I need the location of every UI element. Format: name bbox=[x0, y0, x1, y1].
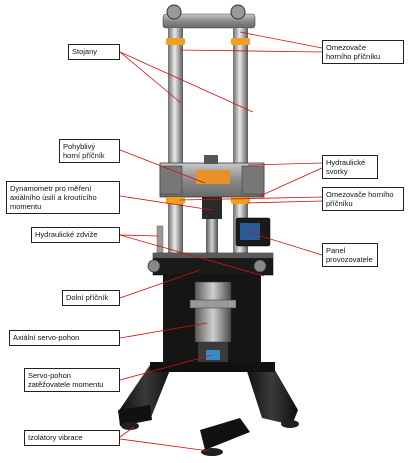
lower-stop-left bbox=[166, 197, 185, 204]
label-izolatory-vibrace: Izolátory vibrace bbox=[24, 430, 120, 446]
axial-servo-actuator bbox=[194, 281, 232, 343]
leader-omezovace-low-1 bbox=[179, 196, 323, 201]
lower-crosshead-top bbox=[153, 253, 273, 258]
torque-servo-blue-ring bbox=[206, 350, 220, 360]
crosshead-clamp-left bbox=[159, 165, 183, 195]
lower-crosshead-knob-left bbox=[147, 259, 161, 273]
upper-stop-right bbox=[231, 38, 250, 45]
leader-lines bbox=[119, 31, 323, 452]
upper-stop-left bbox=[166, 38, 185, 45]
leader-omezovace-low-2 bbox=[246, 200, 323, 204]
load-cell-shaft bbox=[206, 219, 218, 253]
isolator-foot-3 bbox=[281, 420, 299, 428]
label-dolni-pricnik: Dolní příčník bbox=[62, 290, 120, 306]
label-dynamometr: Dynamometr pro měření axiálního úsilí a … bbox=[6, 181, 120, 214]
leader-omezovace-top-2 bbox=[179, 49, 323, 53]
label-stojany: Stojany bbox=[68, 44, 120, 60]
front-foot-right bbox=[200, 418, 250, 450]
leader-izolatory-1 bbox=[119, 426, 135, 438]
leader-stojany-2 bbox=[119, 51, 254, 113]
leader-dynamometr bbox=[119, 195, 213, 211]
leader-omezovace-top-1 bbox=[239, 31, 323, 49]
leader-pohyblivy bbox=[119, 149, 206, 184]
label-pohyblivy-pricnik: Pohyblivý horní příčník bbox=[59, 139, 120, 163]
label-hydraulicke-zdvize: Hydraulické zdviže bbox=[31, 227, 120, 243]
leader-servo-moment bbox=[119, 354, 213, 381]
base-crossmember bbox=[150, 362, 275, 372]
leader-svorky-2 bbox=[259, 167, 323, 197]
crosshead-top-cap bbox=[204, 155, 218, 164]
axial-servo-flange bbox=[189, 299, 237, 309]
base-frame-right bbox=[245, 365, 298, 425]
top-left-bolt bbox=[166, 4, 182, 20]
label-servo-moment: Servo-pohon zatěžovatele momentu bbox=[24, 368, 120, 392]
lower-crosshead-knob-right bbox=[253, 259, 267, 273]
leader-zdvize-2 bbox=[119, 234, 265, 277]
front-foot-left bbox=[118, 405, 152, 426]
label-axialni-servo: Axiální servo-pohon bbox=[9, 330, 120, 346]
label-panel-provozovatele: Panel provozovatele bbox=[322, 243, 378, 267]
load-cell-body bbox=[202, 197, 222, 219]
label-hydraulicke-svorky: Hydraulické svorky bbox=[322, 155, 378, 179]
leader-svorky-1 bbox=[247, 162, 323, 166]
operator-panel-screen bbox=[240, 223, 260, 240]
isolator-foot-2 bbox=[201, 448, 223, 456]
leader-izolatory-2 bbox=[119, 438, 210, 452]
isolator-foot-1 bbox=[121, 422, 139, 430]
top-right-bolt bbox=[230, 4, 246, 20]
leader-panel bbox=[247, 231, 323, 256]
leader-dolni bbox=[119, 269, 201, 299]
leader-axialni bbox=[119, 322, 208, 339]
label-omezovace-horni-top: Omezovače horního příčníku bbox=[322, 40, 404, 64]
leader-zdvize bbox=[119, 234, 159, 237]
leader-stojany-1 bbox=[119, 51, 182, 104]
label-omezovace-horni-low: Omezovače horního příčníku bbox=[322, 187, 404, 211]
crosshead-orange-plate bbox=[196, 170, 230, 184]
crosshead-clamp-right bbox=[241, 165, 265, 195]
top-crossbar bbox=[162, 13, 256, 29]
